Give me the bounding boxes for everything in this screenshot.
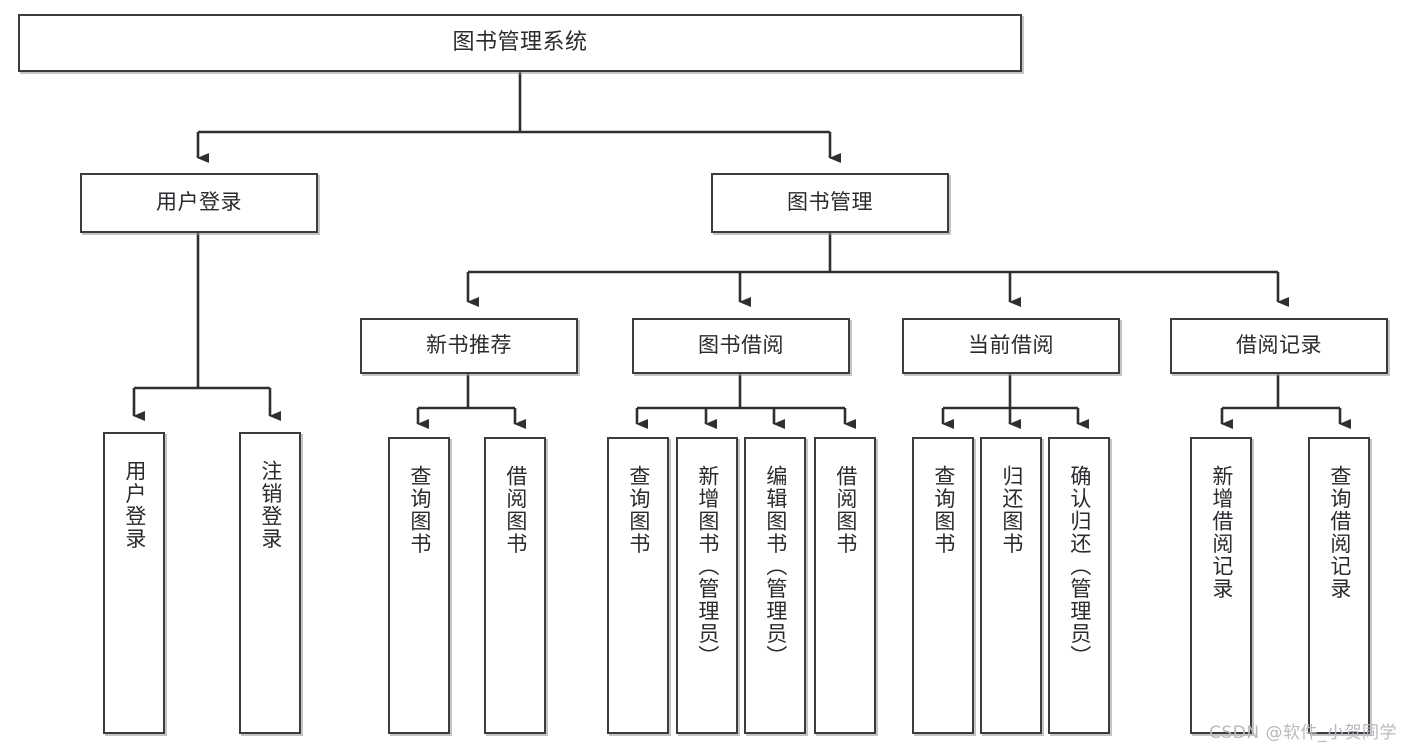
leaf-borrow-record-query[interactable]: 查询借阅记录 xyxy=(1308,437,1370,734)
leaf-borrow-record-add[interactable]: 新增借阅记录 xyxy=(1190,437,1252,734)
leaf-user-login-logout[interactable]: 注销登录 xyxy=(239,432,301,734)
node-book-borrow[interactable]: 图书借阅 xyxy=(632,318,850,374)
node-current-borrow-label: 当前借阅 xyxy=(968,333,1054,358)
leaf-current-borrow-return[interactable]: 归还图书 xyxy=(980,437,1042,734)
leaf-current-borrow-query-label: 查询图书 xyxy=(931,465,956,555)
node-root[interactable]: 图书管理系统 xyxy=(18,14,1022,72)
leaf-book-borrow-add-label: 新增图书（管理员） xyxy=(695,465,720,668)
leaf-borrow-record-query-label: 查询借阅记录 xyxy=(1327,465,1352,600)
watermark: CSDN @软件_小贺同学 xyxy=(1209,723,1397,743)
leaf-new-book-query-label: 查询图书 xyxy=(407,465,432,555)
node-current-borrow[interactable]: 当前借阅 xyxy=(902,318,1120,374)
leaf-current-borrow-return-label: 归还图书 xyxy=(999,465,1024,555)
leaf-book-borrow-add[interactable]: 新增图书（管理员） xyxy=(676,437,738,734)
node-book-management-label: 图书管理 xyxy=(787,190,873,215)
leaf-user-login-login[interactable]: 用户登录 xyxy=(103,432,165,734)
node-borrow-record[interactable]: 借阅记录 xyxy=(1170,318,1388,374)
leaf-borrow-record-add-label: 新增借阅记录 xyxy=(1209,465,1234,600)
leaf-current-borrow-confirm[interactable]: 确认归还（管理员） xyxy=(1048,437,1110,734)
leaf-book-borrow-query[interactable]: 查询图书 xyxy=(607,437,669,734)
node-book-management[interactable]: 图书管理 xyxy=(711,173,949,233)
leaf-book-borrow-edit-label: 编辑图书（管理员） xyxy=(763,465,788,668)
leaf-user-login-login-label: 用户登录 xyxy=(122,460,147,550)
leaf-new-book-borrow-label: 借阅图书 xyxy=(503,465,528,555)
leaf-new-book-query[interactable]: 查询图书 xyxy=(388,437,450,734)
node-borrow-record-label: 借阅记录 xyxy=(1236,333,1322,358)
leaf-book-borrow-edit[interactable]: 编辑图书（管理员） xyxy=(744,437,806,734)
leaf-current-borrow-query[interactable]: 查询图书 xyxy=(912,437,974,734)
leaf-book-borrow-query-label: 查询图书 xyxy=(626,465,651,555)
node-user-login[interactable]: 用户登录 xyxy=(80,173,318,233)
leaf-current-borrow-confirm-label: 确认归还（管理员） xyxy=(1067,465,1092,668)
node-new-book-recommend-label: 新书推荐 xyxy=(426,333,512,358)
leaf-book-borrow-borrow-label: 借阅图书 xyxy=(833,465,858,555)
leaf-user-login-logout-label: 注销登录 xyxy=(258,460,283,550)
node-book-borrow-label: 图书借阅 xyxy=(698,333,784,358)
leaf-book-borrow-borrow[interactable]: 借阅图书 xyxy=(814,437,876,734)
node-new-book-recommend[interactable]: 新书推荐 xyxy=(360,318,578,374)
node-root-label: 图书管理系统 xyxy=(452,29,588,55)
node-user-login-label: 用户登录 xyxy=(156,190,242,215)
leaf-new-book-borrow[interactable]: 借阅图书 xyxy=(484,437,546,734)
